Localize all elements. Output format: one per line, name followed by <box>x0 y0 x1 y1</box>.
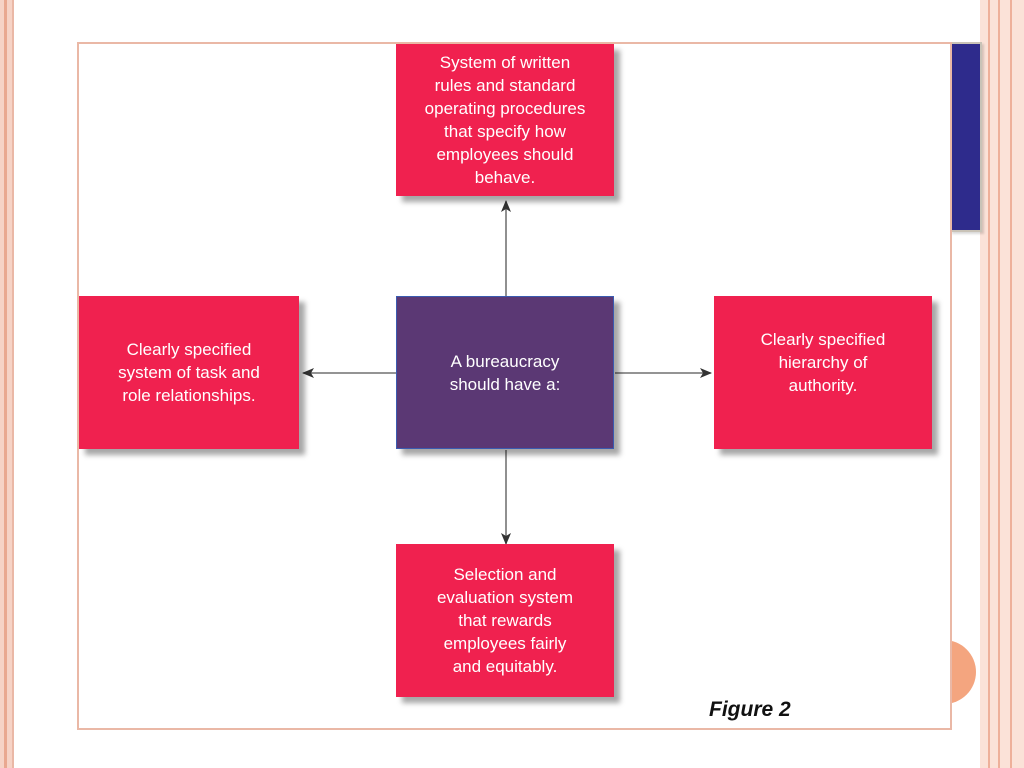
node-text-line: evaluation system <box>436 588 574 607</box>
slide-left-border-line <box>4 0 7 768</box>
node-written-rules: System of written rules and standard ope… <box>396 44 614 196</box>
node-task-role-relationships: Clearly specified system of task and rol… <box>79 296 299 449</box>
node-text-line: should have a: <box>449 374 561 394</box>
node-text-line: A bureaucracy <box>450 351 560 371</box>
node-text-line: that specify how <box>444 122 566 141</box>
slide-title-panel <box>950 42 982 232</box>
node-text-line: Clearly specified <box>126 340 252 359</box>
node-selection-evaluation: Selection and evaluation system that rew… <box>396 544 614 697</box>
node-text-line: role relationships. <box>122 386 256 405</box>
node-text-line: employees should <box>436 145 574 164</box>
slide-right-border-line <box>998 0 1000 768</box>
node-text-line: Clearly specified <box>760 330 886 349</box>
node-bureaucracy-center: A bureaucracy should have a: <box>396 296 614 449</box>
slide-right-border-line <box>988 0 990 768</box>
node-text-line: hierarchy of <box>778 353 868 372</box>
node-text-line: and equitably. <box>452 657 558 676</box>
slide-left-border <box>0 0 14 768</box>
node-text-line: behave. <box>474 168 536 187</box>
slide-right-border <box>980 0 1024 768</box>
connector-arrows <box>302 200 712 545</box>
node-text-line: operating procedures <box>424 99 586 118</box>
slide-right-border-line <box>1010 0 1012 768</box>
node-text-line: rules and standard <box>434 76 576 95</box>
node-text-line: that rewards <box>458 611 552 630</box>
node-hierarchy-of-authority: Clearly specified hierarchy of authority… <box>714 296 932 449</box>
figure-caption: Figure 2 <box>709 698 791 721</box>
node-text-line: system of task and <box>118 363 260 382</box>
node-text-line: authority. <box>788 376 858 395</box>
node-text-line: Selection and <box>453 565 557 584</box>
node-text-line: System of written <box>439 53 571 72</box>
node-text-line: employees fairly <box>443 634 567 653</box>
figure-frame: System of written rules and standard ope… <box>77 42 952 730</box>
